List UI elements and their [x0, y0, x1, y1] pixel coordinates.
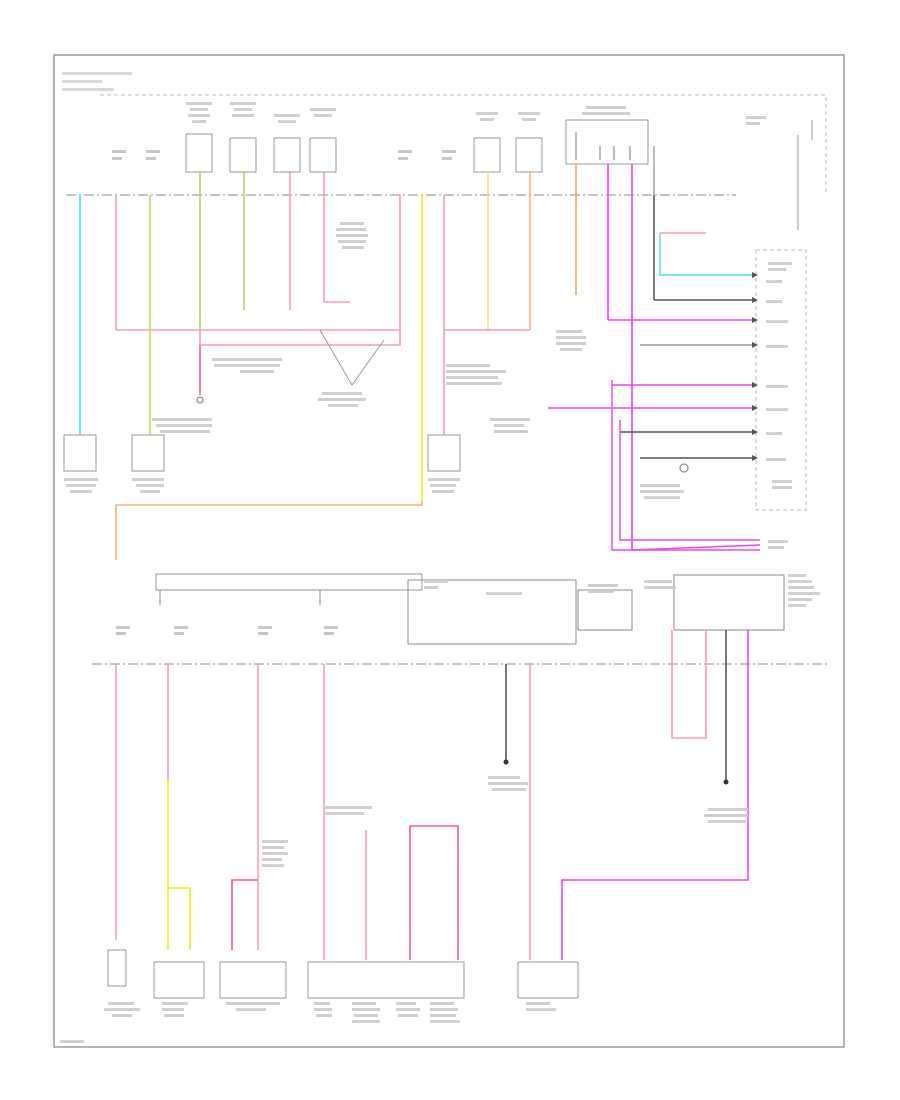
bottom-component-3 — [219, 961, 287, 999]
bottom-fuse-labels — [116, 626, 338, 635]
right-arrows — [752, 272, 758, 461]
top-component-1 — [185, 133, 213, 173]
wire-bottom-pink-7 — [409, 825, 459, 960]
top-wires — [79, 164, 655, 550]
middle-relay-3 — [673, 574, 785, 631]
right-connector — [755, 249, 807, 511]
ground-triangle-right — [679, 463, 689, 473]
right-connector-wires — [548, 232, 761, 551]
bottom-grounds — [503, 759, 729, 785]
component-left-2 — [131, 434, 165, 472]
right-connector-labels — [766, 262, 792, 549]
component-mid — [427, 434, 461, 472]
middle-fuse-rail — [155, 573, 423, 591]
bottom-component-2 — [153, 961, 205, 999]
middle-relay-2 — [577, 589, 633, 631]
top-component-6 — [515, 137, 543, 173]
top-relay-internals — [575, 132, 655, 195]
wire-bottom-pink-4 — [231, 879, 258, 950]
top-fuse-box-outline — [100, 94, 827, 195]
wire-bottom-pink-loop — [671, 630, 707, 739]
top-splice-wires — [116, 301, 530, 346]
top-components — [185, 119, 649, 173]
bottom-components — [107, 949, 579, 999]
top-fuse-labels — [112, 150, 456, 160]
wire-orange-long — [115, 500, 423, 560]
bottom-component-4 — [307, 961, 465, 999]
bottom-wires — [115, 630, 749, 960]
top-component-5 — [473, 137, 501, 173]
middle-rail-drops — [159, 590, 321, 605]
middle-relay-labels — [424, 574, 820, 607]
top-section-component-labels — [64, 478, 460, 493]
ground-symbol-1 — [196, 396, 204, 404]
top-component-3 — [273, 137, 301, 173]
footer-mark — [60, 1040, 84, 1043]
header-block — [62, 72, 132, 91]
bottom-component-labels — [104, 776, 748, 1023]
top-relay-box — [565, 119, 649, 165]
bottom-component-1 — [107, 949, 127, 987]
splice-diagonals — [319, 329, 385, 386]
bottom-component-5 — [517, 961, 579, 999]
top-right-switch — [797, 120, 813, 230]
top-component-4 — [309, 137, 337, 173]
middle-relay-1 — [407, 579, 577, 645]
wire-bottom-yellow-split — [168, 887, 191, 950]
component-left-1 — [63, 434, 97, 472]
top-component-labels — [186, 102, 766, 125]
top-component-2 — [229, 137, 257, 173]
callout-labels-top — [152, 222, 684, 499]
diagram-frame — [53, 54, 845, 1048]
top-section-bottom-components — [63, 434, 461, 472]
wire-bottom-magenta — [561, 630, 749, 960]
